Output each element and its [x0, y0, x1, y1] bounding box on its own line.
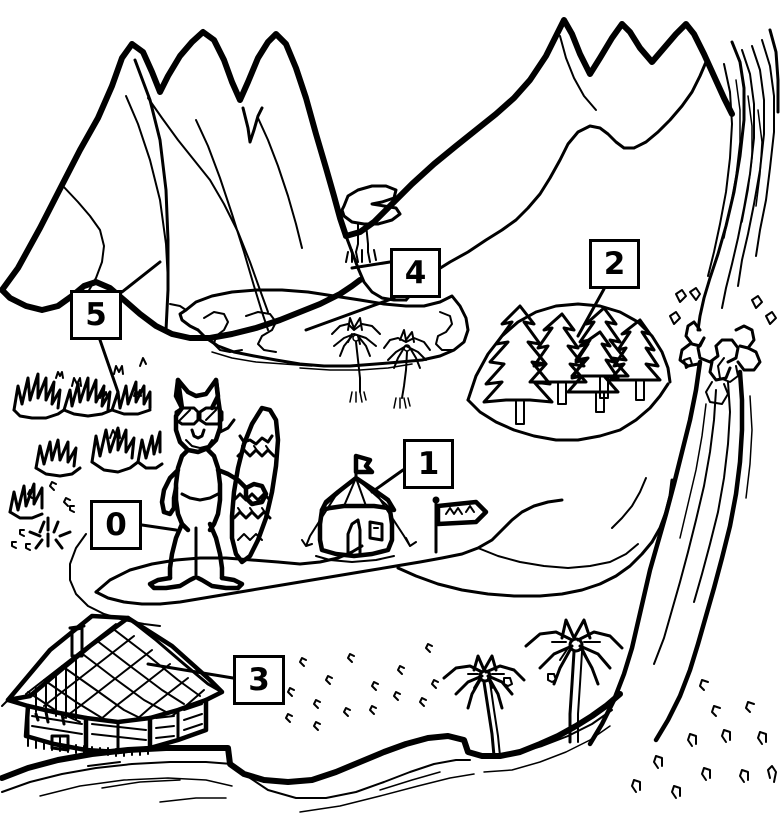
signpost	[432, 496, 489, 554]
river-shore	[0, 691, 623, 813]
leader-line-4	[304, 296, 396, 332]
callout-box-3[interactable]: 3	[233, 655, 285, 705]
lake-palms	[331, 317, 431, 409]
callout-label-2: 2	[603, 245, 626, 282]
surfboard	[229, 405, 281, 565]
lake	[169, 288, 470, 371]
leader-line-3	[146, 662, 235, 680]
pine-trees	[466, 302, 672, 442]
lake-palm-left	[331, 317, 381, 403]
tent	[301, 453, 417, 563]
callout-label-5: 5	[85, 296, 107, 333]
meadow-contours	[158, 477, 674, 606]
beach-palm-left	[442, 654, 526, 758]
callout-label-0: 0	[105, 506, 127, 543]
callout-box-1[interactable]: 1	[403, 439, 454, 489]
callout-label-3: 3	[248, 661, 270, 698]
beach-palm-right	[524, 618, 624, 744]
waterfall	[587, 28, 780, 747]
callout-box-2[interactable]: 2	[589, 239, 640, 289]
sand-speckles	[239, 643, 777, 799]
leader-line-4b	[350, 260, 392, 270]
lake-palm-right	[383, 329, 431, 409]
cat-surfer-character	[147, 377, 281, 591]
callout-leader-lines	[98, 260, 606, 680]
leader-line-0	[140, 523, 178, 532]
leader-line-5	[98, 338, 120, 394]
flat-top-tree	[340, 184, 402, 263]
callout-box-0[interactable]: 0	[90, 500, 142, 550]
callout-label-4: 4	[404, 254, 427, 291]
chalet-house	[1, 613, 225, 757]
callout-box-4[interactable]: 4	[390, 248, 441, 298]
mountain-left	[0, 29, 363, 341]
leader-line-1	[370, 468, 405, 494]
callout-box-5[interactable]: 5	[70, 290, 122, 340]
leader-line-5b	[120, 260, 162, 294]
leader-line-2	[576, 287, 606, 338]
beach-palms	[442, 618, 624, 758]
callout-label-1: 1	[417, 445, 440, 482]
